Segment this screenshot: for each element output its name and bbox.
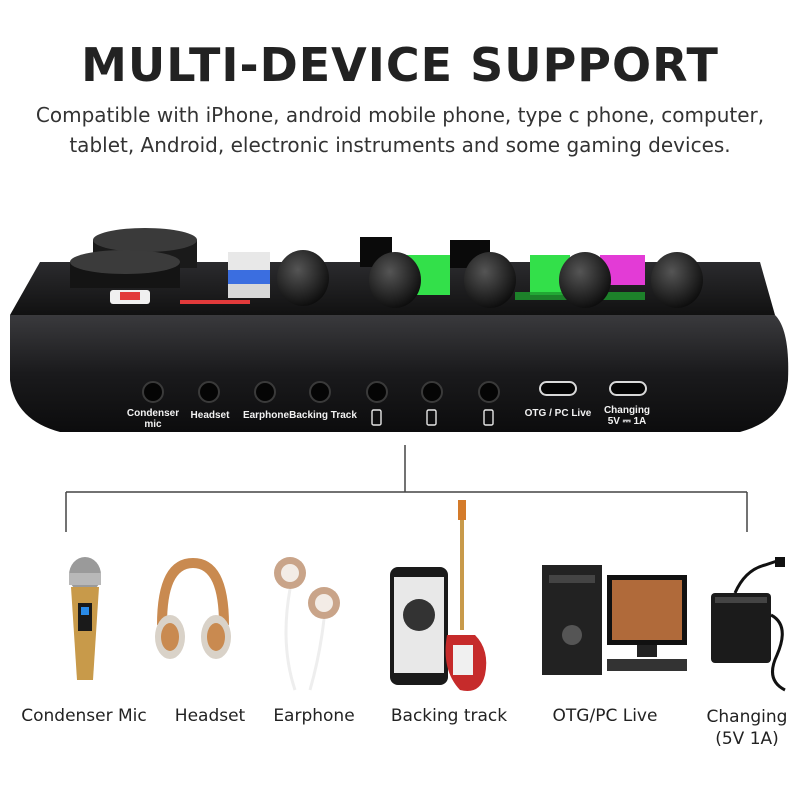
- pc-icon: [542, 565, 687, 675]
- port-label-otg: OTG / PC Live: [524, 408, 592, 419]
- port-label-backing-track: Backing Track: [289, 410, 357, 421]
- device-label-headset: Headset: [174, 706, 246, 726]
- control-knobs: [277, 250, 703, 308]
- audio-jacks: [142, 381, 500, 403]
- subtitle-line-2: tablet, Android, electronic instruments …: [69, 133, 731, 157]
- page-subtitle: Compatible with iPhone, android mobile p…: [30, 100, 770, 160]
- port-label-headset: Headset: [190, 410, 230, 421]
- device-label-condenser-mic: Condenser Mic: [21, 706, 147, 726]
- device-label-changing: Changing (5V 1A): [706, 707, 788, 749]
- device-label-backing-track: Backing track: [390, 706, 508, 726]
- sound-card-device: [10, 228, 789, 432]
- usb-c-ports: [539, 381, 647, 396]
- condenser-mic-icon: [69, 557, 101, 680]
- device-label-earphone: Earphone: [273, 706, 355, 726]
- port-label-earphone: Earphone: [242, 410, 290, 421]
- backing-track-icon: [390, 500, 487, 691]
- phone-icons: [371, 409, 494, 426]
- power-adapter-icon: [711, 557, 786, 692]
- port-label-changing: Changing 5V ⎓ 1A: [603, 405, 651, 427]
- connector-lines: [65, 445, 748, 532]
- device-front-panel: [10, 315, 789, 432]
- subtitle-line-1: Compatible with iPhone, android mobile p…: [35, 103, 765, 127]
- headset-icon: [155, 557, 231, 659]
- page-title: MULTI-DEVICE SUPPORT: [81, 38, 719, 92]
- device-label-otg-pc-live: OTG/PC Live: [552, 706, 658, 726]
- port-label-condenser-mic: Condenser mic: [126, 408, 180, 430]
- earphone-icon: [274, 557, 340, 691]
